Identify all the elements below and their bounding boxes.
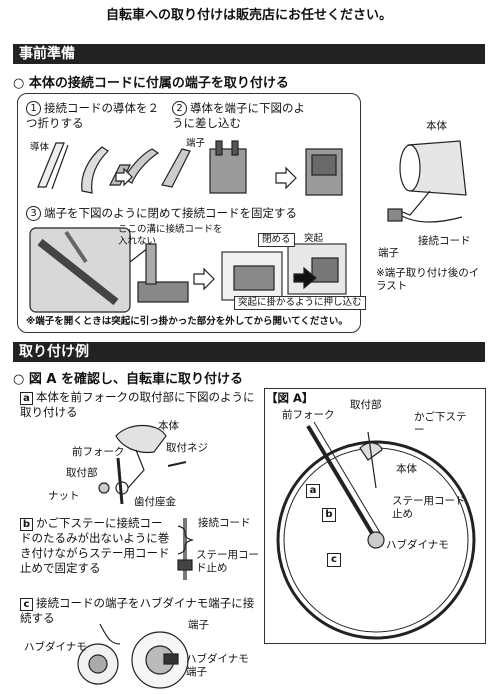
side-label-body: 本体 [426,120,447,132]
a-label-mount: 取付部 [66,467,98,479]
a-label-nut: ナット [48,490,80,502]
step-a-illustration [98,425,187,505]
step-c-illustration [77,623,189,689]
a-label-washer: 歯付座金 [134,496,176,508]
step-c-text: 接続コードの端子をハブダイナモ端子に接続する [20,596,255,625]
fig-tag-b: b [322,508,336,522]
step1-2-illustration [37,140,343,196]
figure-a-wheel [276,421,476,640]
step1-number: 1 [26,101,41,116]
figure-a-title: 【図 A】 [266,391,314,405]
step-b-text: かご下ステーに接続コードのたるみが出ないように巻き付けながらステー用コード止めで… [20,516,170,575]
fig-label-front-fork: 前フォーク [282,409,335,421]
step-a-tag: a [20,392,33,405]
prep-steps-panel [17,93,361,333]
step3-illustration [29,227,347,313]
fig-label-basket: かご下ステー [414,411,467,436]
figure-a-panel [264,388,486,644]
c-label-terminal: 端子 [188,619,209,631]
a-label-screw: 取付ネジ [166,442,208,454]
step-b-illustration [177,518,195,580]
step-c-tag: c [20,598,33,611]
fig-label-hub: ハブダイナモ [386,539,449,551]
fig-tag-c: c [327,553,341,567]
a-label-front-fork: 前フォーク [72,446,125,458]
step2-text: 導体を端子に下図のように差し込む [172,101,305,130]
side-label-cord: 接続コード [418,235,471,247]
step-a-text: 本体を前フォークの取付部に下図のように取り付ける [20,390,255,419]
lamp-side-illustration [387,140,467,223]
mount-subheading-text: 図 A を確認し、自転車に取り付ける [28,372,243,387]
b-label-clip: ステー用コード止め [196,549,259,574]
label-conductor: 導体 [30,142,50,153]
fig-label-mount: 取付部 [350,399,382,411]
fig-label-clip: ステー用コード止め [392,495,466,520]
side-label-terminal: 端子 [378,247,399,259]
step2-number: 2 [172,101,187,116]
label-push: 突起に掛かるように押し込む [234,296,366,310]
prep-subheading: ○ 本体の接続コードに付属の端子を取り付ける [13,76,289,91]
step3-text: 端子を下図のように閉めて接続コードを固定する [44,206,297,220]
label-groove: ここの溝に接続コードを入れない [118,224,223,247]
mount-subheading: ○ 図 A を確認し、自転車に取り付ける [13,372,243,387]
label-terminal-step2: 端子 [186,138,206,149]
fig-tag-a: a [306,484,320,498]
side-caption: ※端子取り付け後のイラスト [376,267,480,292]
b-label-cord: 接続コード [198,517,251,529]
fig-label-body: 本体 [396,463,417,475]
notice-text: 自転車への取り付けは販売店にお任せください。 [105,8,392,23]
section-header-prep: 事前準備 [13,44,485,64]
label-protrusion: 突起 [304,233,324,244]
prep-subheading-text: 本体の接続コードに付属の端子を取り付ける [28,76,289,91]
a-label-body: 本体 [158,420,179,432]
c-label-hub: ハブダイナモ [24,641,87,653]
label-close: 閉める [258,233,295,247]
step3-number: 3 [26,206,41,221]
section-header-mount: 取り付け例 [13,342,485,362]
step1-text: 接続コードの導体を２つ折りする [26,101,159,130]
prep-note: ※端子を開くときは突起に引っ掛かった部分を外してから開いてください。 [26,316,348,327]
step-b-tag: b [20,518,33,531]
c-label-hub-terminal: ハブダイナモ端子 [186,653,249,678]
